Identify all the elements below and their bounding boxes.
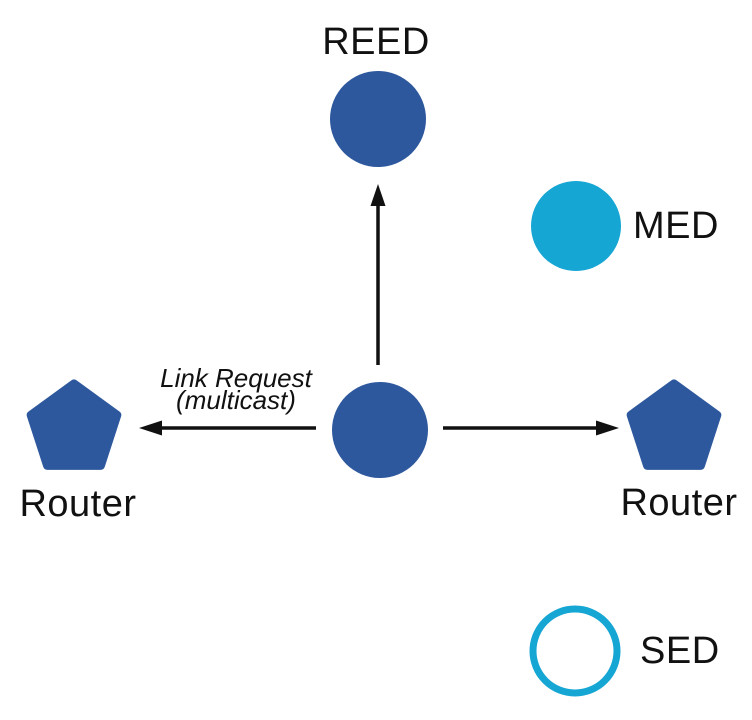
- reed-node-circle: [330, 71, 426, 167]
- arrow-left-head: [139, 420, 162, 436]
- reed-label: REED: [322, 21, 430, 63]
- router-left-pentagon: [26, 379, 122, 470]
- med-label: MED: [633, 205, 719, 247]
- arrow-right-head: [596, 420, 619, 436]
- annotation-line2: (multicast): [176, 385, 296, 415]
- link-request-annotation: Link Request (multicast): [160, 363, 314, 415]
- router-left-label: Router: [19, 483, 136, 525]
- sed-label: SED: [640, 630, 720, 672]
- router-right-label: Router: [620, 482, 737, 524]
- arrow-left: [139, 420, 316, 436]
- arrow-right: [443, 420, 619, 436]
- annotation-line1: Link Request: [160, 363, 314, 393]
- sed-node-circle: [529, 605, 621, 697]
- arrow-up-head: [370, 184, 386, 206]
- arrow-up: [370, 184, 386, 365]
- router-right-pentagon: [626, 379, 722, 470]
- center-device-node-circle: [332, 382, 428, 478]
- med-node-circle: [531, 181, 621, 271]
